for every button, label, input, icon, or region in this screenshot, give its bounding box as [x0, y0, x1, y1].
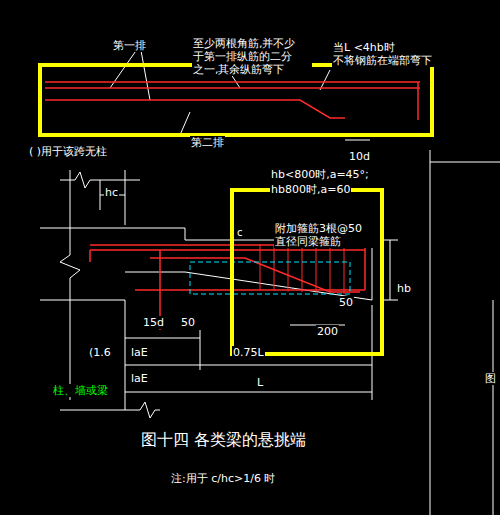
drawing-label: c [236, 226, 244, 239]
annotation: hb [396, 282, 412, 295]
drawing-label: hc [104, 186, 119, 199]
annotation: 至少两根角筋,并不少 于第一排纵筋的二分 之一,其余纵筋弯下 [192, 37, 312, 76]
drawing-label: 50 [180, 316, 196, 329]
drawing-label: 15d [142, 316, 165, 329]
drawing-label: L [256, 376, 264, 389]
figure-title: 图十四 各类梁的悬挑端 [140, 430, 307, 450]
annotation: 200 [316, 325, 339, 338]
drawing-label: laE [130, 372, 149, 385]
figure-note: 注:用于 c/hc>1/6 时 [170, 472, 276, 485]
highlight-box: 第一排至少两根角筋,并不少 于第一排纵筋的二分 之一,其余纵筋弯下当L <4hb… [38, 63, 434, 137]
drawing-label: 图 [484, 372, 497, 385]
highlight-box: 附加箍筋3根@50 直径同梁箍筋50200hb [230, 188, 384, 356]
drawing-label: 柱、墙或梁 [52, 384, 109, 397]
annotation: 第一排 [112, 39, 147, 52]
drawing-label: hb800时,a=60 [270, 183, 351, 196]
drawing-label: (1.6 [88, 346, 112, 359]
drawing-label: 10d [348, 150, 371, 163]
annotation: 附加箍筋3根@50 直径同梁箍筋 [274, 222, 376, 248]
drawing-label: hb<800时,a=45°; [270, 168, 370, 181]
annotation: 50 [338, 296, 354, 309]
drawing-label: 第二排 [190, 136, 225, 149]
drawing-label: 0.75L [232, 346, 265, 359]
drawing-label: laE [130, 346, 149, 359]
annotation: 当L <4hb时 不将钢筋在端部弯下 [332, 41, 446, 67]
drawing-label: ( )用于该跨无柱 [28, 145, 108, 158]
